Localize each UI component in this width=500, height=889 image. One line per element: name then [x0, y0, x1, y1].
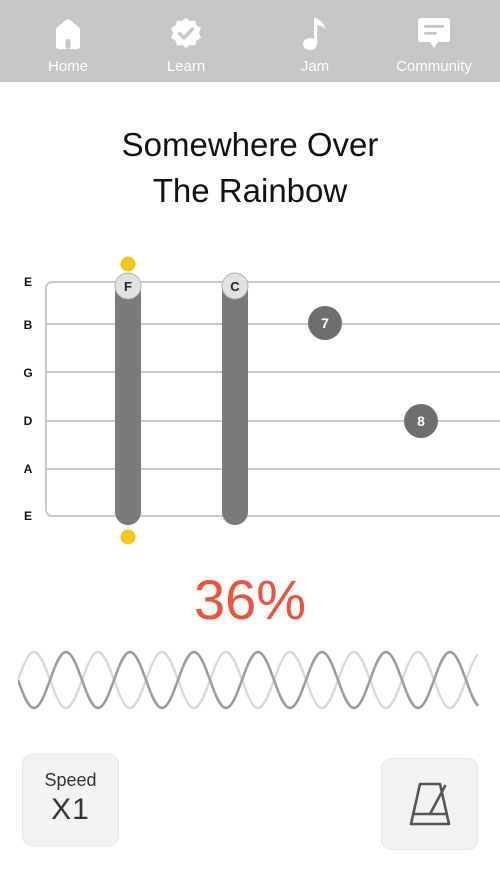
song-title: Somewhere Over The Rainbow	[0, 122, 500, 214]
metronome-button[interactable]	[381, 758, 478, 850]
fretboard-graphic: F C 7 8	[45, 256, 500, 545]
marker-top	[120, 256, 136, 272]
string-label-b: B	[23, 318, 33, 332]
speed-button[interactable]: Speed X1	[22, 754, 119, 846]
badge-check-icon	[164, 12, 208, 56]
song-title-line-1: Somewhere Over	[121, 126, 379, 163]
marker-bottom	[120, 529, 136, 545]
string-label-g: G	[23, 366, 33, 380]
string-label-low-e: E	[23, 509, 32, 523]
chord-bar-f[interactable]: F	[114, 256, 142, 545]
nav-item-community[interactable]: Community	[379, 0, 489, 82]
note-marker-8[interactable]: 8	[404, 404, 438, 438]
music-note-icon	[293, 12, 337, 56]
chat-icon	[412, 12, 456, 56]
progress-percent: 36%	[193, 568, 307, 631]
home-icon	[46, 12, 90, 56]
string-label-high-e: E	[23, 275, 32, 289]
chord-label-f: F	[124, 279, 132, 294]
nav-item-jam[interactable]: Jam	[260, 0, 370, 82]
top-navigation: Home Learn Jam Community	[0, 0, 500, 82]
chord-bar-c[interactable]: C	[221, 272, 249, 525]
note-label-8: 8	[417, 413, 425, 429]
speed-value: X1	[51, 793, 90, 826]
chord-label-c: C	[230, 279, 240, 294]
string-label-a: A	[23, 462, 33, 476]
string-label-d: D	[23, 414, 33, 428]
nav-item-learn[interactable]: Learn	[131, 0, 241, 82]
nav-item-home[interactable]: Home	[13, 0, 123, 82]
song-title-line-2: The Rainbow	[152, 172, 348, 209]
note-label-7: 7	[321, 315, 329, 331]
fretboard: E B G D A E F C 7	[0, 250, 500, 550]
nav-label-community: Community	[396, 58, 472, 75]
audio-waveform	[18, 650, 479, 710]
note-marker-7[interactable]: 7	[308, 306, 342, 340]
nav-label-jam: Jam	[300, 58, 330, 75]
nav-label-learn: Learn	[166, 58, 206, 75]
metronome-icon	[409, 782, 450, 826]
nav-label-home: Home	[47, 58, 88, 75]
speed-label: Speed	[44, 770, 97, 790]
fretboard-frame	[45, 281, 500, 517]
